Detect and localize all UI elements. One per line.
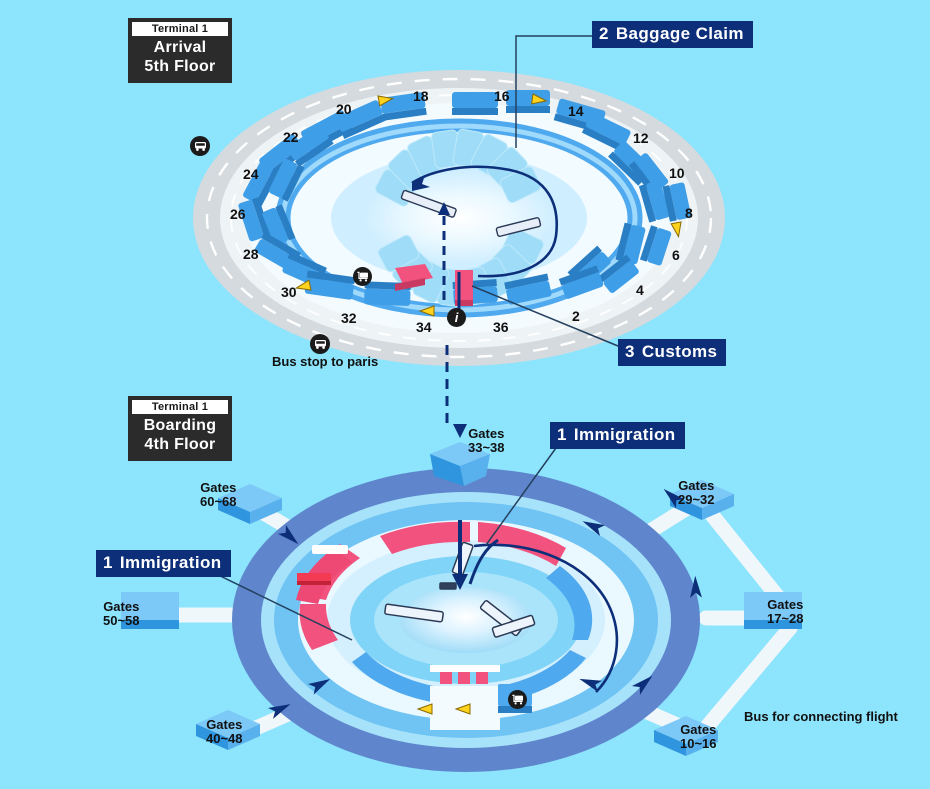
badge-immigration-right-number: 1 — [557, 425, 567, 444]
boarding-floor-placard: Terminal 1 Boarding 4th Floor — [128, 396, 232, 461]
gate-label-33-38-line2: 33~38 — [468, 440, 505, 455]
baggage-cart-icon — [353, 267, 372, 286]
boarding-floor-line2: 4th Floor — [144, 436, 216, 453]
arrival-gate-10: 10 — [669, 165, 685, 181]
arrival-floor-placard: Terminal 1 Arrival 5th Floor — [128, 18, 232, 83]
arrival-gate-34: 34 — [416, 319, 432, 335]
badge-baggage-claim[interactable]: 2 Baggage Claim — [592, 21, 753, 48]
arrival-gate-16: 16 — [494, 88, 510, 104]
arrival-gate-6: 6 — [672, 247, 680, 263]
badge-customs[interactable]: 3 Customs — [618, 339, 727, 366]
gate-label-10-16: Gates 10~16 — [680, 723, 717, 751]
arrival-gate-32: 32 — [341, 310, 357, 326]
bus-stop-icon — [310, 334, 330, 354]
transfer-route-dashed — [438, 202, 467, 438]
badge-baggage-claim-label: Baggage Claim — [615, 24, 744, 43]
arrival-gate-22: 22 — [283, 129, 299, 145]
arrival-gate-30: 30 — [281, 284, 297, 300]
boarding-terminal-label: Terminal 1 — [132, 400, 228, 414]
gate-label-17-28-line2: 17~28 — [767, 611, 804, 626]
boarding-terminal-graphic — [121, 442, 802, 772]
gate-label-10-16-line2: 10~16 — [680, 736, 717, 751]
arrival-gate-14: 14 — [568, 103, 584, 119]
arrival-gate-2: 2 — [572, 308, 580, 324]
gate-label-40-48-line1: Gates — [206, 717, 243, 732]
gate-label-17-28: Gates 17~28 — [767, 598, 804, 626]
arrival-floor-line1: Arrival — [153, 39, 207, 56]
arrival-gate-36: 36 — [493, 319, 509, 335]
badge-immigration-left[interactable]: 1 Immigration — [96, 550, 231, 577]
arrival-gate-18: 18 — [413, 88, 429, 104]
gate-label-33-38-line1: Gates — [468, 426, 505, 441]
bus-connecting-flight-caption: Bus for connecting flight — [744, 709, 898, 724]
arrival-gate-24: 24 — [243, 166, 259, 182]
arrival-gate-20: 20 — [336, 101, 352, 117]
boarding-baggage-cart-icon — [508, 690, 527, 709]
gate-label-50-58-line2: 50~58 — [103, 613, 140, 628]
gate-label-40-48-line2: 40~48 — [206, 731, 243, 746]
arrival-gate-26: 26 — [230, 206, 246, 222]
arrival-terminal-graphic — [193, 35, 725, 438]
gate-label-17-28-line1: Gates — [767, 597, 804, 612]
bus-icon — [190, 136, 210, 156]
arrival-gate-8: 8 — [685, 205, 693, 221]
gate-label-60-68: Gates 60~68 — [200, 481, 237, 509]
information-icon: i — [447, 308, 466, 327]
badge-customs-label: Customs — [641, 342, 718, 361]
badge-baggage-claim-number: 2 — [599, 24, 609, 43]
gate-label-40-48: Gates 40~48 — [206, 718, 243, 746]
arrival-gate-12: 12 — [633, 130, 649, 146]
gate-label-29-32-line2: 29~32 — [678, 492, 715, 507]
badge-immigration-left-number: 1 — [103, 553, 113, 572]
gate-pads — [121, 442, 802, 756]
boarding-floor-line1: Boarding — [143, 417, 217, 434]
arrival-terminal-label: Terminal 1 — [132, 22, 228, 36]
gate-label-29-32: Gates 29~32 — [678, 479, 715, 507]
badge-customs-number: 3 — [625, 342, 635, 361]
arrival-gate-4: 4 — [636, 282, 644, 298]
badge-immigration-right[interactable]: 1 Immigration — [550, 422, 685, 449]
direction-arrows — [268, 488, 702, 719]
gate-label-60-68-line2: 60~68 — [200, 494, 237, 509]
gate-label-33-38: Gates 33~38 — [468, 427, 505, 455]
gate-label-50-58-line1: Gates — [103, 599, 140, 614]
gate-label-60-68-line1: Gates — [200, 480, 237, 495]
badge-immigration-left-label: Immigration — [119, 553, 222, 572]
arrival-floor-line2: 5th Floor — [144, 58, 216, 75]
crossing-marks — [294, 93, 682, 317]
gate-label-10-16-line1: Gates — [680, 722, 717, 737]
bus-stop-caption: Bus stop to paris — [272, 354, 379, 369]
arrival-gate-28: 28 — [243, 246, 259, 262]
gate-label-50-58: Gates 50~58 — [103, 600, 140, 628]
gate-label-29-32-line1: Gates — [678, 478, 715, 493]
badge-immigration-right-label: Immigration — [573, 425, 676, 444]
